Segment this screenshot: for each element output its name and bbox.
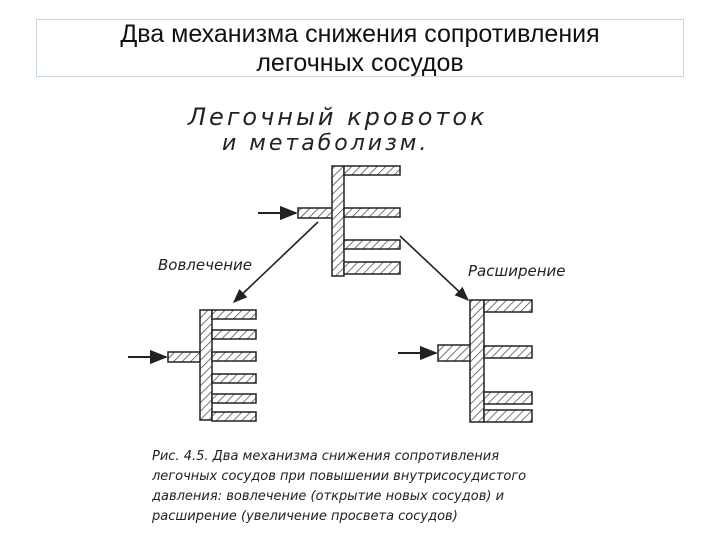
arrow-to-distension bbox=[399, 235, 470, 301]
vessel-initial bbox=[297, 165, 401, 277]
vessel-distension bbox=[437, 299, 533, 423]
caption-line-4: расширение (увеличение просвета сосудов) bbox=[151, 509, 458, 524]
label-distension: Расширение bbox=[468, 262, 566, 280]
slide-title: Два механизма снижения сопротивления лег… bbox=[36, 19, 684, 77]
figure-heading-line-1: Легочный кровоток bbox=[187, 103, 488, 131]
label-recruitment: Вовлечение bbox=[158, 256, 252, 274]
arrow-to-recruitment bbox=[232, 221, 319, 303]
caption-line-3: давления: вовлечение (открытие новых сос… bbox=[151, 489, 504, 504]
slide-title-line-2: легочных сосудов bbox=[256, 49, 464, 77]
vessel-recruitment bbox=[167, 309, 257, 422]
figure-heading-line-2: и метаболизм. bbox=[222, 131, 429, 156]
slide-title-line-1: Два механизма снижения сопротивления bbox=[120, 20, 600, 48]
caption-line-1: Рис. 4.5. Два механизма снижения сопроти… bbox=[152, 449, 499, 464]
caption-line-2: легочных сосудов при повышении внутрисос… bbox=[151, 469, 526, 484]
